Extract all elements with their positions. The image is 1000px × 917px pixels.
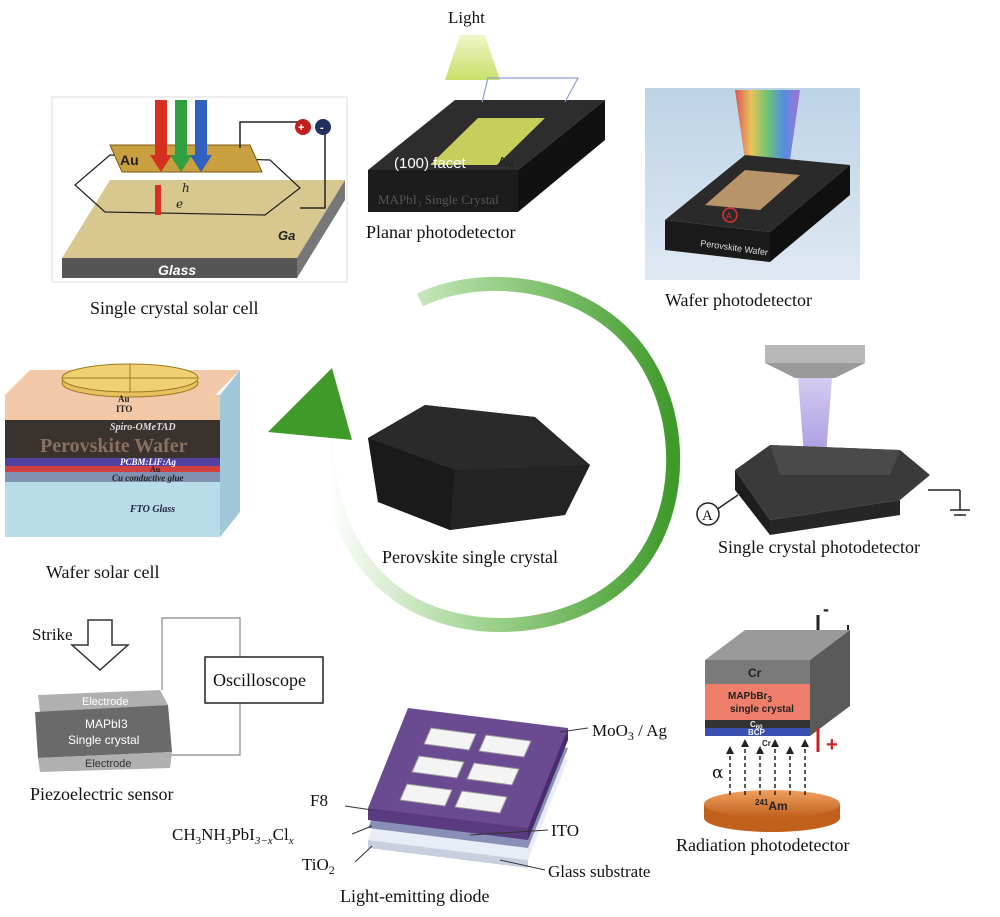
tio2-label: TiO2 [302,855,335,877]
ito-label-led: ITO [551,821,579,840]
rpd-crystal-label-2: single crystal [730,704,794,715]
perovskite-formula-label: CH3NH3PbI3−xClx [172,825,294,847]
caption-single-crystal-photodetector: Single crystal photodetector [718,537,920,557]
caption-wafer-photodetector: Wafer photodetector [665,290,812,310]
crystal-label-planar: MAPbI₃ Single Crystal [378,192,499,207]
wsc-layer-spiro: Spiro-OMeTAD [110,422,176,433]
central-crystal-image [368,405,590,530]
glass-label-scsc: Glass [158,262,196,278]
ammeter-label-scpd: A [702,508,713,524]
rpd-minus: - [823,599,829,619]
planar-photodetector-image [368,35,605,212]
rpd-cr-top: Cr [748,666,762,680]
am-source-label: 241Am [755,798,788,813]
glass-substrate-label: Glass substrate [548,862,650,881]
minus-sign-scsc: - [320,122,324,134]
wsc-layer-cu: Cu conductive glue [112,473,184,483]
hole-label-scsc: h [182,181,190,195]
single-crystal-solar-cell-image [51,96,348,283]
piezo-crystal-label-1: MAPbI3 [85,717,128,731]
au-label-planar: Au [498,154,514,169]
wafer-photodetector-image [645,88,860,280]
caption-planar-photodetector: Planar photodetector [366,222,516,242]
plus-sign-scsc: + [298,122,304,134]
electrode-top-label: Electrode [82,696,128,708]
facet-label: (100) facet [394,155,467,172]
rpd-crystal-label-1: MAPbBr3 [728,691,772,704]
light-label: Light [448,8,485,27]
cycle-arrow [268,277,681,632]
rpd-cr-bottom: Cr [762,739,771,748]
wafer-solar-cell-image [5,363,240,537]
light-emitting-diode-image [344,708,589,871]
caption-light-emitting-diode: Light-emitting diode [340,886,490,906]
wsc-layer-au2: Au [150,465,161,474]
piezo-crystal-label-2: Single crystal [68,733,139,747]
electrode-bottom-label: Electrode [85,758,131,770]
rpd-bcp-label: BCP [748,728,766,737]
single-crystal-photodetector-image [696,345,970,535]
piezoelectric-sensor-image [35,617,324,772]
ammeter-label-wafer: A [726,211,732,221]
caption-single-crystal-solar-cell: Single crystal solar cell [90,298,259,318]
caption-radiation-photodetector: Radiation photodetector [676,835,850,855]
alpha-label: α [712,763,724,783]
wsc-layer-fto: FTO Glass [129,504,175,515]
radiation-photodetector-image [704,615,850,832]
moo3-ag-label: MoO3 / Ag [592,721,667,743]
rpd-plus: + [826,734,838,756]
electron-label-scsc: e [176,197,183,211]
wsc-layer-au: Au [118,394,130,404]
caption-piezoelectric-sensor: Piezoelectric sensor [30,784,174,804]
f8-label: F8 [310,791,328,810]
wsc-layer-pcbm: PCBM:LiF:Ag [120,457,177,467]
strike-label: Strike [32,625,73,644]
wsc-layer-perovskite: Perovskite Wafer [40,435,188,457]
wsc-layer-ito: ITO [116,404,132,414]
caption-wafer-solar-cell: Wafer solar cell [46,562,160,582]
au-label-scsc: Au [120,152,139,168]
ga-label-scsc: Ga [278,228,295,243]
caption-perovskite-single-crystal: Perovskite single crystal [382,547,558,567]
oscilloscope-label: Oscilloscope [213,670,306,690]
rpd-c60-label: C60 [750,720,763,731]
